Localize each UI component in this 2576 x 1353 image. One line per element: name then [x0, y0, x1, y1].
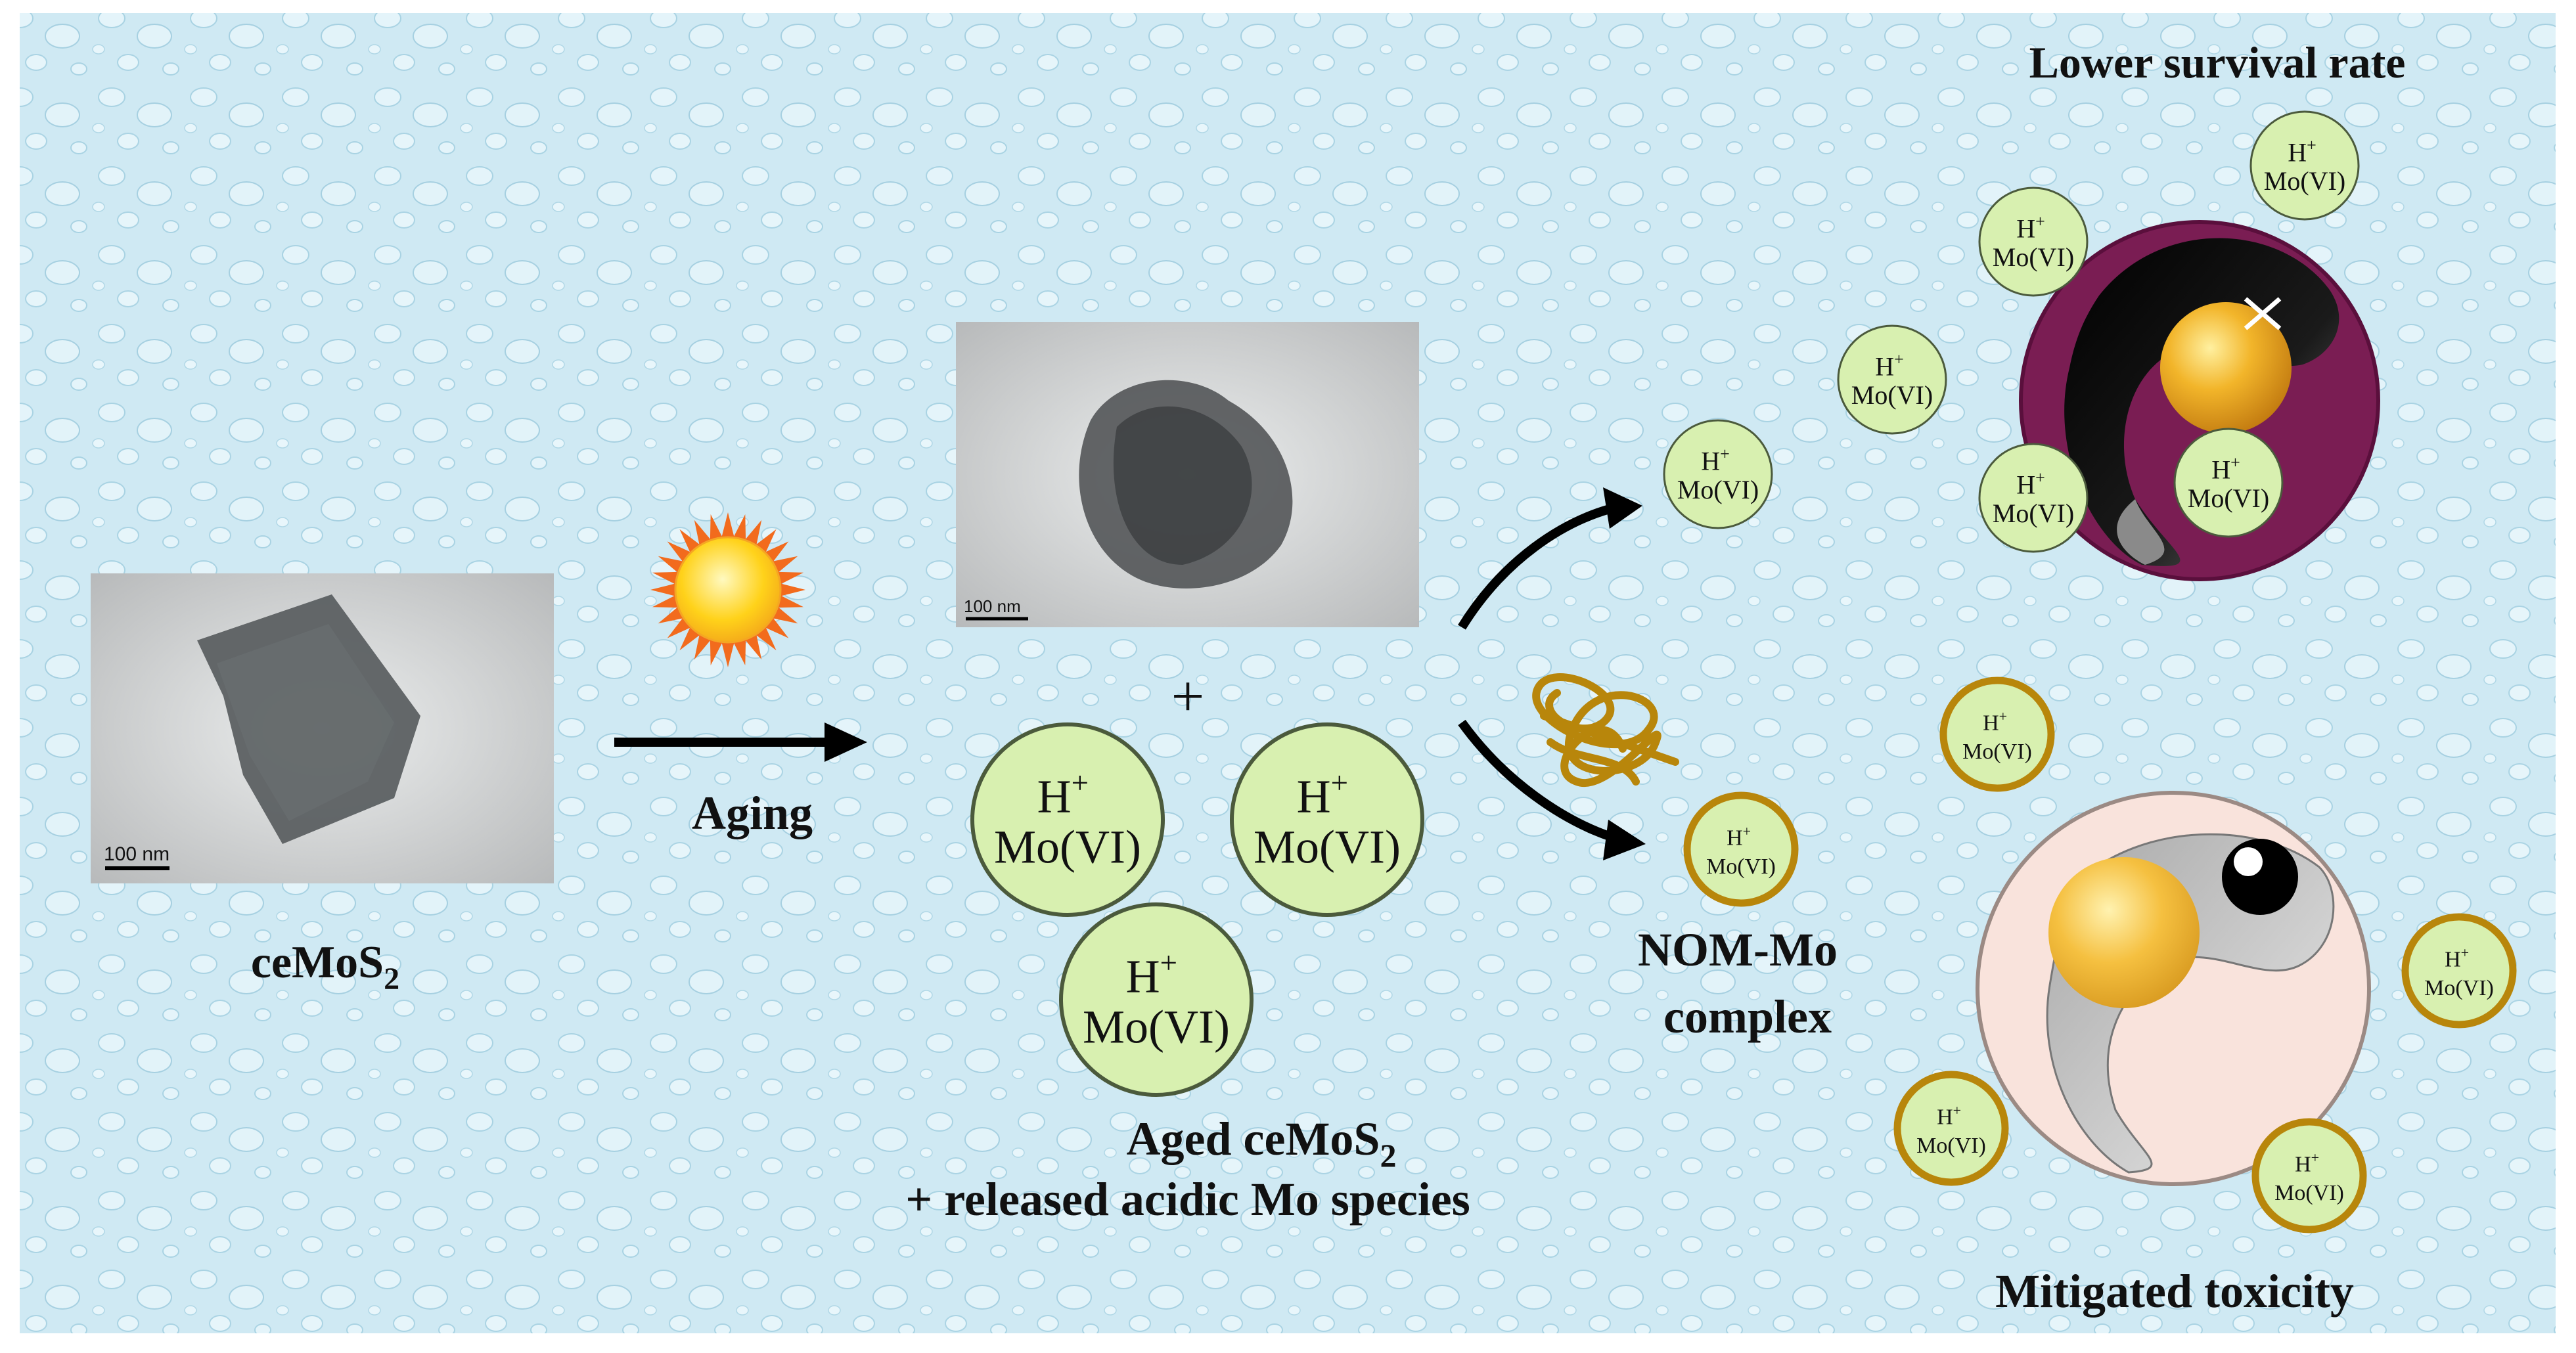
ion-proton-label: H+	[2211, 453, 2240, 484]
mo-vi-ion: H+Mo(VI)	[1230, 722, 1424, 917]
mo-vi-ion: H+Mo(VI)	[1059, 902, 1254, 1097]
tem-image-cemos2: 100 nm	[91, 573, 554, 883]
mo-vi-ion: H+ Mo(VI)	[1683, 791, 1799, 907]
mo-vi-ion: H+Mo(VI)	[1978, 443, 2089, 553]
label-nom-line2: complex	[1663, 990, 1832, 1043]
label-cemos2: ceMoS2	[251, 937, 399, 996]
ion-proton-label: H+	[1875, 349, 1904, 381]
plus-sign: +	[1171, 664, 1205, 729]
ion-proton-label: H+	[1727, 823, 1751, 851]
ion-mo-label: Mo(VI)	[1916, 1134, 1986, 1158]
mo-vi-ion: H+Mo(VI)	[2249, 110, 2360, 221]
ion-proton-label: H+	[1297, 766, 1348, 823]
tem-image-aged-cemos2: 100 nm	[956, 322, 1419, 627]
label-lower-survival: Lower survival rate	[2029, 37, 2406, 87]
ion-mo-label: Mo(VI)	[1677, 475, 1759, 504]
ion-proton-label: H+	[1983, 708, 2007, 736]
scalebar-label-center: 100 nm	[964, 596, 1021, 616]
sun-icon	[650, 512, 805, 667]
ion-mo-label: Mo(VI)	[1851, 380, 1933, 410]
mo-vi-ion: H+ Mo(VI)	[2251, 1118, 2367, 1233]
ion-proton-label: H+	[2016, 211, 2045, 243]
ion-mo-label: Mo(VI)	[2424, 976, 2494, 1000]
ion-mo-label: Mo(VI)	[994, 820, 1141, 873]
mo-vi-ion: H+ Mo(VI)	[1893, 1071, 2009, 1186]
ion-mo-label: Mo(VI)	[1083, 1000, 1230, 1053]
ion-mo-label: Mo(VI)	[1993, 499, 2074, 528]
ion-proton-label: H+	[1037, 766, 1089, 823]
mo-vi-ion: H+Mo(VI)	[1978, 187, 2089, 297]
label-aged-line2: + released acidic Mo species	[905, 1173, 1470, 1226]
ion-mo-label: Mo(VI)	[1706, 854, 1776, 879]
ion-mo-label: Mo(VI)	[2188, 483, 2269, 513]
ion-proton-label: H+	[2288, 135, 2316, 167]
mo-vi-ion: H+ Mo(VI)	[1939, 676, 2055, 792]
label-nom-line1: NOM-Mo	[1638, 923, 1838, 976]
label-aging: Aging	[692, 787, 813, 839]
embryo-lower-survival	[2019, 220, 2380, 581]
nom-strand-icon	[1532, 673, 1679, 787]
arrow-to-nom-complex	[1458, 719, 1646, 860]
ion-proton-label: H+	[1701, 444, 1730, 476]
scalebar-label-left: 100 nm	[104, 843, 169, 865]
ion-proton-label: H+	[2445, 944, 2469, 972]
ion-mo-label: Mo(VI)	[1993, 242, 2074, 272]
aging-arrow	[614, 722, 867, 762]
ion-proton-label: H+	[2295, 1149, 2319, 1177]
ion-proton-label: H+	[1126, 946, 1177, 1003]
mo-vi-ion: H+Mo(VI)	[2173, 428, 2284, 538]
mo-vi-ion: H+Mo(VI)	[1663, 419, 1773, 529]
arrow-to-free-mo	[1458, 487, 1642, 630]
ion-mo-label: Mo(VI)	[1254, 820, 1401, 873]
label-aged-line1: Aged ceMoS2	[1127, 1113, 1397, 1174]
mo-vi-ion: H+Mo(VI)	[970, 722, 1165, 917]
ion-proton-label: H+	[1937, 1102, 1961, 1130]
ion-proton-label: H+	[2016, 468, 2045, 499]
label-mitigated-toxicity: Mitigated toxicity	[1995, 1265, 2354, 1318]
mo-vi-ion: H+ Mo(VI)	[2401, 913, 2517, 1029]
ion-mo-label: Mo(VI)	[2264, 166, 2345, 196]
mo-ion-group: H+Mo(VI)H+Mo(VI)H+Mo(VI)H+Mo(VI)H+Mo(VI)…	[970, 110, 2517, 1233]
mo-vi-ion: H+Mo(VI)	[1837, 324, 1947, 435]
embryo-mitigated	[1976, 791, 2371, 1186]
eye-icon	[2222, 839, 2298, 915]
ion-mo-label: Mo(VI)	[2274, 1181, 2344, 1205]
ion-mo-label: Mo(VI)	[1962, 740, 2032, 764]
